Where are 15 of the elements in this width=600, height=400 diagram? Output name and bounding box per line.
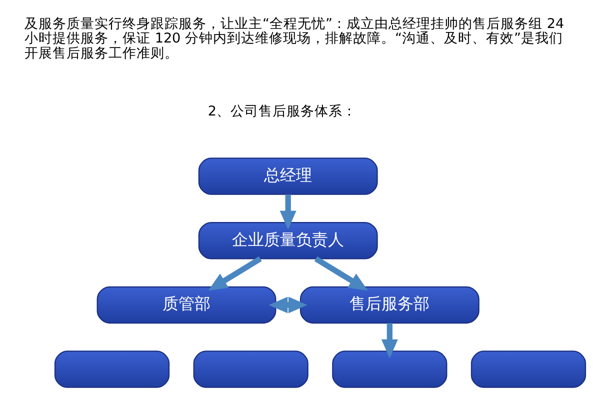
arrow: [208, 256, 262, 291]
node-box: [332, 350, 447, 388]
node-box: [54, 350, 170, 388]
arrow: [380, 323, 398, 358]
label: 2、公司售后服务体系：: [207, 103, 356, 120]
node-box: 质管部: [96, 286, 276, 324]
node-box: 总经理: [198, 158, 378, 195]
node-box: [470, 350, 586, 388]
arrow: [314, 256, 368, 291]
arrow: [268, 296, 307, 314]
node-box: 售后服务部: [299, 286, 479, 324]
arrow: [279, 194, 296, 230]
label: 及服务质量实行终身跟踪服务，让业主“全程无忧”：成立由总经理挂帅的售后服务组 24 小时提供服务，保证 120 分钟内到达维修现场，排解故障。“沟通、及时、有效”是我们开展售后服务工作准则。: [24, 16, 564, 62]
node-box: 企业质量负责人: [198, 222, 378, 260]
node-box: [192, 350, 308, 388]
